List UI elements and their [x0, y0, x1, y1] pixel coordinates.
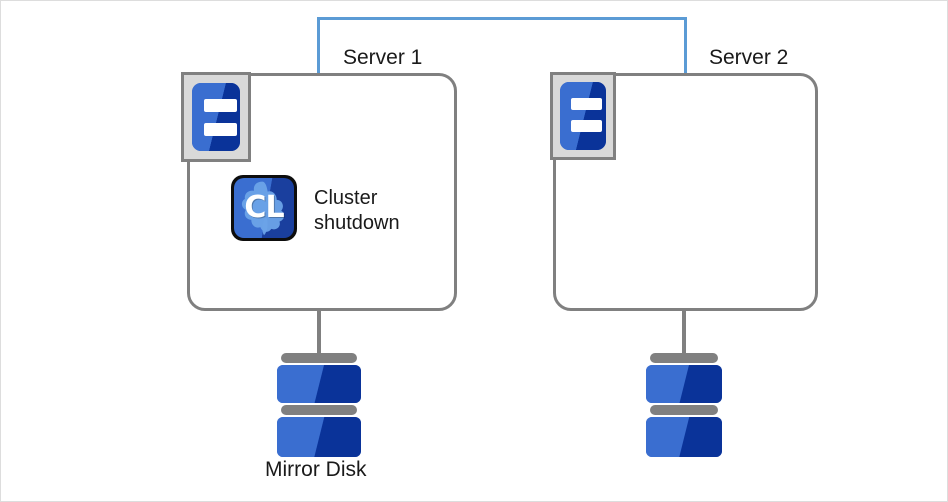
server-2-title: Server 2 [709, 46, 789, 69]
server-rack-icon [550, 72, 616, 160]
cluster-icon[interactable]: CL [231, 175, 297, 241]
server-1-disk-stem [317, 311, 321, 359]
disk-body-upper [646, 365, 722, 403]
disk-plate-top [281, 353, 357, 363]
cluster-shutdown-label-line1: Cluster [314, 187, 378, 209]
server-2-disk-stem [682, 311, 686, 359]
interconnect-right-drop [684, 17, 687, 74]
server-2-disk-stack [646, 353, 722, 457]
server-rack-icon [181, 72, 251, 162]
disk-body-lower [646, 417, 722, 457]
disk-plate-top [650, 353, 718, 363]
server-1-title: Server 1 [343, 46, 423, 69]
interconnect-left-drop [317, 17, 320, 74]
cluster-icon-text: CL [244, 190, 284, 225]
disk-plate-middle [281, 405, 357, 415]
mirror-disk-label: Mirror Disk [265, 458, 367, 481]
server-1-disk-stack [277, 353, 361, 457]
interconnect-top-segment [317, 17, 687, 20]
disk-plate-middle [650, 405, 718, 415]
disk-body-upper [277, 365, 361, 403]
cluster-splash-shape [241, 181, 285, 236]
disk-body-lower [277, 417, 361, 457]
cluster-shutdown-label-line2: shutdown [314, 212, 400, 234]
